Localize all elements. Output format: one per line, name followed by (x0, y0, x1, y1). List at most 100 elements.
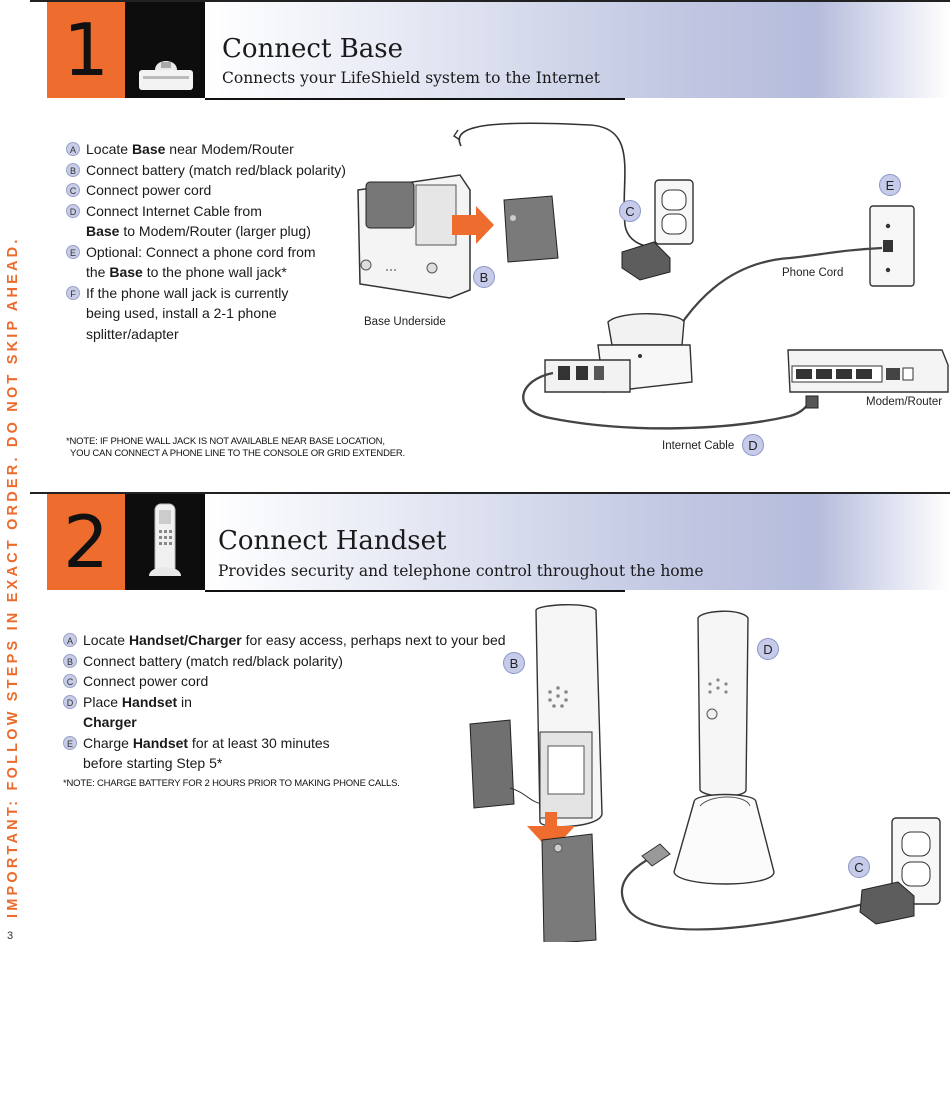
step-text: being used, install a 2-1 phone (86, 305, 277, 321)
header-gradient (205, 2, 950, 98)
base-underside-illustration (357, 174, 471, 299)
step-text: If the phone wall jack is currently (86, 284, 289, 301)
step-emphasis: Base (109, 264, 143, 280)
orange-arrow-icon (452, 206, 494, 244)
step-emphasis: Charger (83, 714, 137, 730)
step-item: C Connect power cord (66, 180, 396, 201)
battery-cover (503, 195, 559, 263)
step-emphasis: Handset (121, 693, 178, 710)
step-line: Connect battery (match red/black polarit… (83, 651, 533, 672)
modem-router-label: Modem/Router (866, 396, 943, 408)
step-text: for easy access, perhaps next to your be… (241, 632, 506, 648)
step-line: before starting Step 5* (83, 753, 533, 774)
step-number: 1 (63, 8, 109, 92)
section-divider (30, 0, 950, 2)
base-icon (139, 61, 193, 90)
step-line: Place Handset in (83, 692, 533, 713)
step-badge: C (66, 183, 80, 197)
step-text: the (86, 264, 110, 280)
step-badge: E (66, 244, 80, 259)
section-divider (30, 492, 950, 494)
step-badge: D (66, 203, 80, 218)
step-badge: C (63, 674, 77, 688)
step-text: Locate (83, 632, 129, 648)
footnote: *NOTE: CHARGE BATTERY FOR 2 HOURS PRIOR … (63, 778, 400, 789)
phone-cord-label: Phone Cord (782, 267, 844, 279)
step-text: splitter/adapter (86, 325, 179, 342)
step-text: Connect Internet Cable from (86, 202, 262, 219)
header-gradient (205, 494, 950, 590)
phone-wall-jack (869, 205, 915, 287)
step-badge: D (63, 694, 77, 709)
handset-connection-diagram (469, 604, 941, 942)
step-line: splitter/adapter (86, 324, 396, 345)
orange-arrow-icon (527, 812, 575, 852)
step-text: Charge (83, 734, 133, 751)
step-line: Connect Internet Cable from (86, 201, 396, 222)
power-cable (458, 122, 661, 249)
page-number: 3 (7, 930, 14, 942)
step-text: before starting Step 5* (83, 755, 223, 771)
step-text: Connect battery (match red/black polarit… (86, 161, 346, 178)
step-line: Base to Modem/Router (larger plug) (86, 221, 396, 242)
side-warning-text: IMPORTANT: FOLLOW STEPS IN EXACT ORDER. … (5, 236, 21, 918)
handset-battery (469, 719, 515, 809)
step-line: Connect power cord (86, 180, 396, 201)
step-emphasis: Handset (132, 734, 189, 751)
step-item: B Connect battery (match red/black polari… (66, 160, 396, 181)
step-line: If the phone wall jack is currently (86, 283, 396, 304)
section-subtitle: Connects your LifeShield system to the I… (222, 69, 601, 87)
step-emphasis: Base (131, 141, 166, 157)
battery-cover (541, 833, 597, 942)
callout-d: D (742, 434, 764, 456)
footnote: *NOTE: IF PHONE WALL JACK IS NOT AVAILAB… (66, 436, 405, 460)
step-item: F If the phone wall jack is currently bein… (66, 283, 396, 345)
step-text: Connect power cord (86, 182, 212, 198)
section-title: Connect Base (222, 34, 404, 64)
step-text: near Modem/Router (165, 141, 294, 157)
step-line: Charger (83, 712, 533, 733)
power-adapter (859, 881, 915, 925)
step-number: 2 (63, 500, 109, 584)
callout-c: C (619, 200, 641, 222)
step-number-box: 1 (47, 2, 125, 98)
callout-b: B (473, 266, 495, 288)
section-connect-handset: 2 Connect Handset Provides security and … (30, 492, 950, 942)
step-text: for at least 30 minutes (188, 734, 330, 751)
power-cable (620, 853, 873, 931)
step-line: Locate Handset/Charger for easy access, … (83, 630, 533, 651)
footnote-line: YOU CAN CONNECT A PHONE LINE TO THE CONS… (70, 448, 405, 459)
step-badge: F (66, 285, 80, 300)
base-underside-label: Base Underside (364, 316, 446, 328)
step-number-box: 2 (47, 494, 125, 590)
phone-cord (659, 246, 883, 361)
modem-router-illustration (787, 349, 949, 393)
handset-thumbnail (125, 494, 205, 590)
step-badge: A (66, 142, 80, 156)
side-warning-banner: IMPORTANT: FOLLOW STEPS IN EXACT ORDER. … (0, 0, 24, 930)
footnote-line: *NOTE: IF PHONE WALL JACK IS NOT AVAILAB… (66, 436, 385, 447)
section-subtitle: Provides security and telephone control … (218, 562, 704, 580)
step-emphasis: Base (86, 223, 120, 239)
handset-in-charger-illustration (673, 610, 775, 885)
step-line: Locate Base near Modem/Router (86, 139, 396, 160)
step-line: Charge Handset for at least 30 minutes (83, 733, 533, 754)
step-text: Locate (86, 141, 132, 157)
cable-plug (453, 129, 461, 141)
step-text: to Modem/Router (larger plug) (119, 223, 311, 239)
base-connection-diagram (357, 122, 949, 430)
base-console-illustration (544, 313, 693, 393)
section-title: Connect Handset (218, 526, 447, 556)
step-emphasis: Handset/Charger (128, 632, 242, 648)
step-badge: B (63, 653, 77, 668)
header-underline (205, 590, 625, 592)
step-text: Connect battery (match red/black polarit… (83, 652, 343, 669)
internet-cable-label: Internet Cable (662, 440, 735, 452)
step-badge: B (66, 162, 80, 177)
step-line: Connect power cord (83, 671, 533, 692)
